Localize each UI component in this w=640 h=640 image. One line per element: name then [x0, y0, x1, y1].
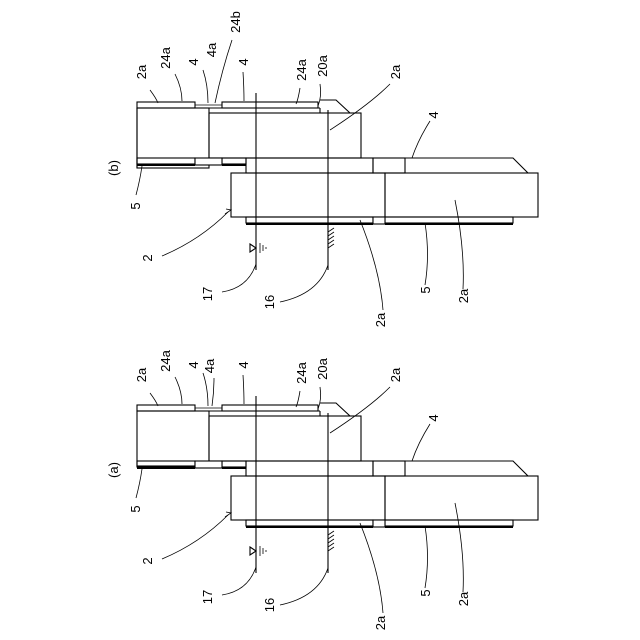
ref-4a: 4a	[204, 42, 219, 57]
ref-2a-bottom: 2a	[373, 615, 388, 630]
ref-4-top: 4	[186, 361, 201, 368]
ref-4-top2: 4	[236, 361, 251, 368]
ref-4-right: 4	[426, 111, 441, 118]
ref-17: 17	[200, 590, 215, 604]
ref-16: 16	[262, 598, 277, 612]
ref-2a-bottom2: 2a	[456, 591, 471, 606]
ref-2: 2	[140, 254, 155, 261]
figure-a: (a)	[106, 349, 538, 630]
ref-2a-bottom: 2a	[373, 312, 388, 327]
ref-4-top: 4	[186, 58, 201, 65]
figure-b-reference-numerals: 2a 24a 4 4a 24b 4 24a 20a 2a 4 5 2 17 16…	[128, 11, 471, 327]
ref-4-top2: 4	[236, 58, 251, 65]
ref-4-right: 4	[426, 414, 441, 421]
ref-20a: 20a	[315, 54, 330, 76]
ref-16: 16	[262, 295, 277, 309]
figure-b: (b)	[0, 0, 538, 327]
ref-2a-right: 2a	[388, 367, 403, 382]
figure-a-reference-numerals: 2a 24a 4 4a 4 24a 20a 2a 4 5 2 17 16 2a …	[128, 349, 471, 630]
figure-b-geometry	[0, 0, 538, 270]
ref-5-left: 5	[128, 505, 143, 512]
ref-24a-top: 24a	[158, 46, 173, 68]
figure-a-label: (a)	[106, 462, 121, 478]
ref-24b: 24b	[228, 11, 243, 33]
ref-2: 2	[140, 557, 155, 564]
figure-b-label: (b)	[106, 160, 121, 176]
ref-24a-mid: 24a	[294, 361, 309, 383]
ref-17: 17	[200, 287, 215, 301]
ref-20a: 20a	[315, 357, 330, 379]
ref-5-bottom: 5	[418, 286, 433, 293]
figure-a-leaders	[136, 373, 463, 613]
ref-4a: 4a	[202, 358, 217, 373]
ref-24a-top: 24a	[158, 349, 173, 371]
ref-24a-mid: 24a	[294, 58, 309, 80]
ref-2a-top: 2a	[134, 367, 149, 382]
figure-a-geometry	[137, 396, 538, 573]
ref-5-left: 5	[128, 202, 143, 209]
ref-2a-bottom2: 2a	[456, 288, 471, 303]
ref-5-bottom: 5	[418, 589, 433, 596]
ref-2a-top: 2a	[134, 64, 149, 79]
ref-2a-right: 2a	[388, 64, 403, 79]
